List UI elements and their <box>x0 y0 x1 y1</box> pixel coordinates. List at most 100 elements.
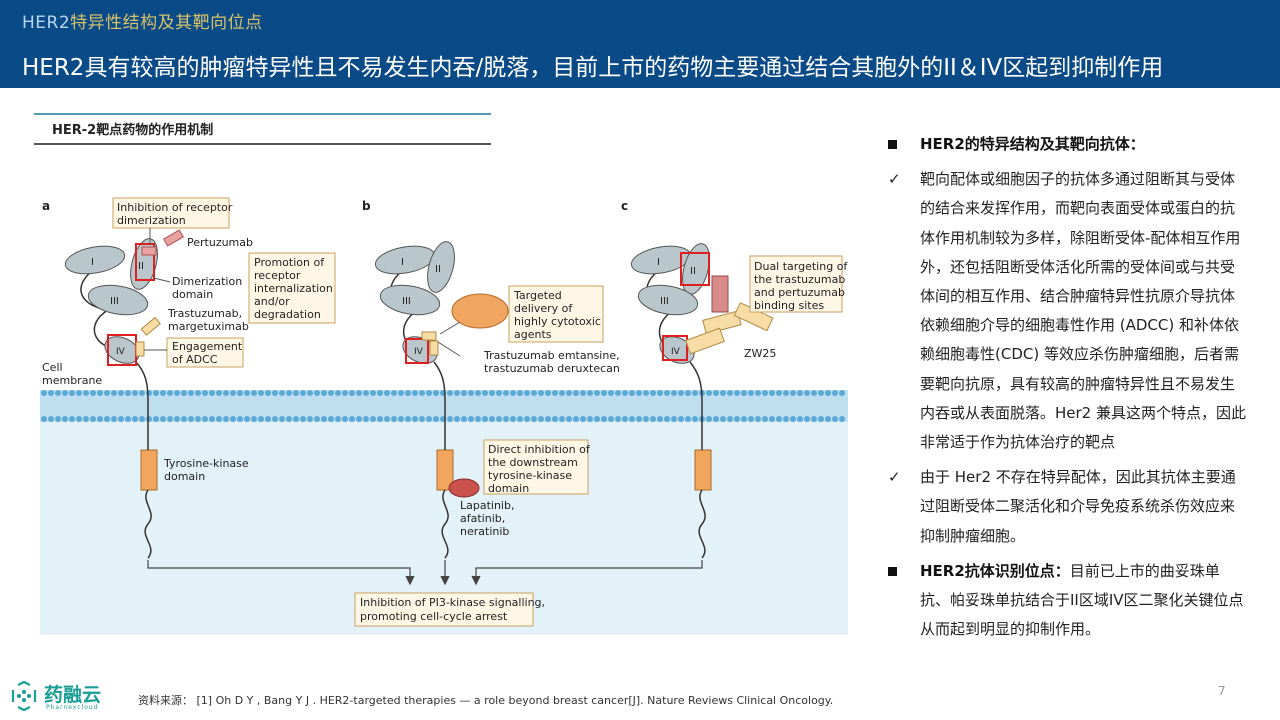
lipid-head <box>237 416 243 422</box>
lipid-head <box>41 416 47 422</box>
lipid-head <box>195 390 201 396</box>
lipid-head <box>650 416 656 422</box>
lipid-head <box>818 390 824 396</box>
lipid-head <box>797 390 803 396</box>
callout-inhibition-dimerization <box>112 197 230 229</box>
lipid-head <box>230 416 236 422</box>
subtitle-rest: 特异性结构及其靶向位点 <box>70 13 263 33</box>
highlight-domain-IV-b <box>405 338 429 364</box>
lipid-head <box>111 416 117 422</box>
label-tdm-1: Trastuzumab emtansine, <box>483 349 620 362</box>
lipid-head <box>405 416 411 422</box>
lipid-head <box>342 416 348 422</box>
lipid-head <box>384 416 390 422</box>
tki-drug <box>448 478 480 498</box>
lipid-head <box>650 390 656 396</box>
lipid-head <box>97 390 103 396</box>
lipid-head <box>832 390 838 396</box>
callout-adcc <box>166 337 244 368</box>
company-logo: 药融云 Pharnexcloud <box>8 680 108 714</box>
lipid-head <box>755 390 761 396</box>
lipid-head <box>55 390 61 396</box>
domain-II-b: II <box>435 264 441 275</box>
lipid-head <box>587 390 593 396</box>
lipid-head <box>671 416 677 422</box>
lipid-head <box>713 416 719 422</box>
lipid-head <box>48 416 54 422</box>
label-direct-1: Direct inhibition of <box>488 443 591 456</box>
label-tk-1: Tyrosine-kinase <box>163 457 249 470</box>
lipid-head <box>629 390 635 396</box>
label-membrane-2: membrane <box>42 374 102 387</box>
lipid-head <box>188 416 194 422</box>
item4-text: 目前已上市的曲妥珠单抗、帕妥珠单抗结合于II区域IV区二聚化关键位点从而起到明显… <box>920 561 1244 639</box>
item1-title: HER2的特异结构及其靶向抗体： <box>920 135 1145 153</box>
source-citation: 资料来源： [1] Oh D Y , Bang Y J . HER2-targe… <box>138 694 834 707</box>
callout-direct-inhibition <box>483 439 589 495</box>
lipid-head <box>720 416 726 422</box>
label-inhibition-2: dimerization <box>117 214 186 227</box>
lipid-head <box>510 416 516 422</box>
lipid-head <box>545 390 551 396</box>
lipid-head <box>342 390 348 396</box>
label-direct-3: tyrosine-kinase <box>488 469 572 482</box>
lipid-head <box>552 390 558 396</box>
domain-I-b: I <box>401 257 404 268</box>
lipid-head <box>104 416 110 422</box>
callout-pi3k <box>354 592 534 627</box>
lipid-head <box>139 416 145 422</box>
lipid-head <box>671 390 677 396</box>
lipid-head <box>160 416 166 422</box>
receptor-a: I II III IV <box>64 238 158 559</box>
lipid-head <box>426 416 432 422</box>
lipid-head <box>447 390 453 396</box>
lipid-head <box>104 390 110 396</box>
lipid-head <box>286 390 292 396</box>
lipid-head <box>293 416 299 422</box>
lipid-head <box>615 390 621 396</box>
lipid-head <box>279 390 285 396</box>
lipid-head <box>643 390 649 396</box>
receptor-b: I II III IV <box>374 241 480 559</box>
lipid-head <box>363 416 369 422</box>
lipid-head <box>608 390 614 396</box>
lipid-head <box>90 416 96 422</box>
lipid-head <box>181 416 187 422</box>
lipid-head <box>153 390 159 396</box>
lipid-head <box>286 416 292 422</box>
lipid-head <box>419 390 425 396</box>
text-panel: HER2的特异结构及其靶向抗体： ✓ 靶向配体或细胞因子的抗体多通过阻断其与受体… <box>888 130 1248 650</box>
lipid-head <box>594 416 600 422</box>
label-pertuzumab: Pertuzumab <box>187 236 253 249</box>
label-dual-3: and pertuzumab <box>754 286 845 299</box>
lipid-head <box>748 416 754 422</box>
label-promotion-3: internalization <box>254 282 333 295</box>
lipid-head <box>692 390 698 396</box>
lipid-head <box>349 390 355 396</box>
lipid-head <box>790 390 796 396</box>
panel-b-label: b <box>362 199 371 213</box>
lipid-head <box>132 416 138 422</box>
lipid-head <box>538 416 544 422</box>
lipid-head <box>538 390 544 396</box>
domain-I-a: I <box>91 257 94 268</box>
lipid-head <box>426 390 432 396</box>
lipid-head <box>748 390 754 396</box>
lipid-head <box>412 416 418 422</box>
lipid-head <box>174 390 180 396</box>
lipid-head <box>783 390 789 396</box>
lipid-head <box>83 390 89 396</box>
label-direct-4: domain <box>488 482 529 495</box>
lipid-head <box>685 416 691 422</box>
lipid-head <box>776 390 782 396</box>
label-tki-2: afatinib, <box>460 512 505 525</box>
list-item: ✓ 由于 Her2 不存在特异配体，因此其抗体主要通过阻断受体二聚活化和介导免疫… <box>888 463 1248 551</box>
lipid-head <box>398 390 404 396</box>
lipid-head <box>83 416 89 422</box>
lipid-head <box>391 390 397 396</box>
lipid-head <box>664 390 670 396</box>
lipid-head <box>636 390 642 396</box>
lipid-head <box>69 416 75 422</box>
lipid-head <box>636 416 642 422</box>
lipid-head <box>601 416 607 422</box>
